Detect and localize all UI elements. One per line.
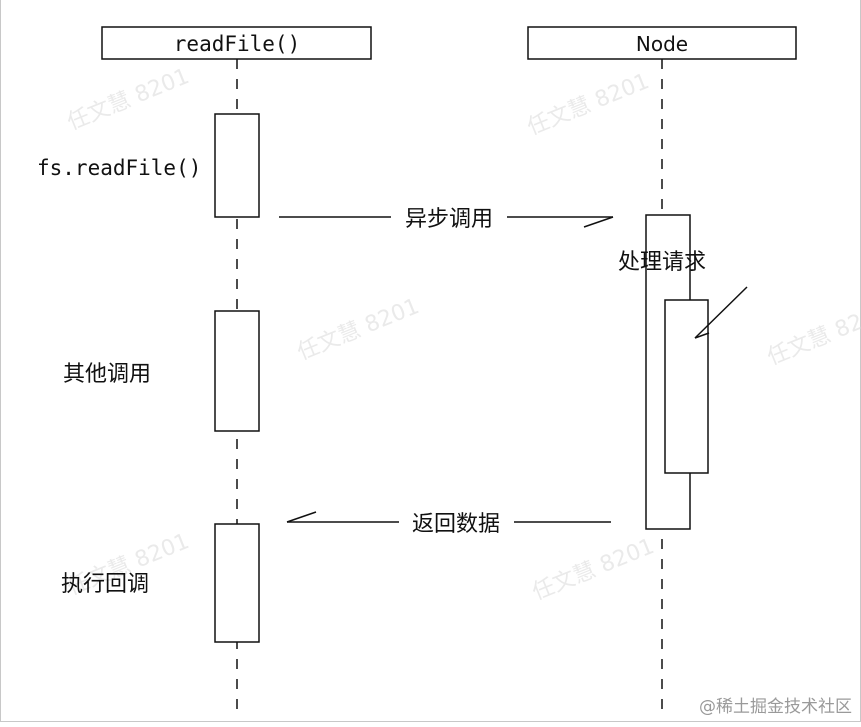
label-fs-readfile: fs.readFile()	[37, 156, 201, 180]
watermark-3: 任文慧 8201	[294, 294, 423, 365]
label-async-call: 异步调用	[405, 207, 493, 232]
arrow-process-request	[694, 286, 748, 339]
arrowhead-return-data	[286, 511, 317, 523]
label-return-data: 返回数据	[412, 512, 500, 537]
participant-node-box	[527, 26, 797, 60]
activation-readfile-2	[214, 310, 260, 432]
message-async-call	[279, 216, 614, 228]
label-other-calls: 其他调用	[63, 362, 151, 387]
arrowhead-async-call	[583, 216, 614, 228]
credit-watermark: @稀土掘金技术社区	[699, 697, 852, 717]
activation-readfile-3	[214, 523, 260, 643]
participant-node-label: Node	[636, 32, 688, 56]
watermark-1: 任文慧 8201	[64, 64, 193, 135]
participant-readfile-label: readFile()	[174, 32, 300, 56]
watermark-6: 任文慧 8201	[529, 534, 658, 605]
activation-node-inner	[664, 299, 709, 474]
label-process-request: 处理请求	[618, 250, 706, 275]
message-return-data	[286, 511, 611, 523]
label-exec-callback: 执行回调	[61, 572, 149, 597]
activation-readfile-1	[214, 113, 260, 218]
watermark-2: 任文慧 8201	[524, 69, 653, 140]
watermark-4: 任文慧 8201	[764, 299, 861, 370]
participant-readfile-box	[101, 26, 372, 60]
